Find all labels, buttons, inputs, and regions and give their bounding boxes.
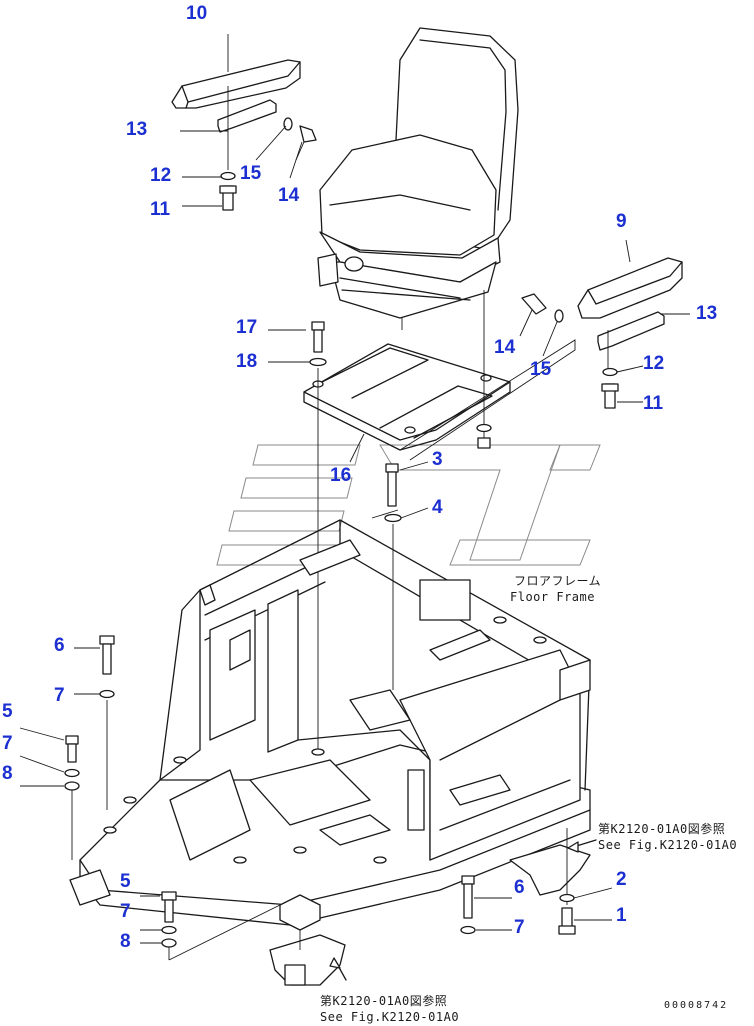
reference-note-right-jp: 第K2120-01A0図参照 (598, 822, 726, 836)
callout-6-left: 6 (54, 635, 65, 656)
document-number: 00008742 (664, 1000, 729, 1011)
floor-frame-label-en: Floor Frame (510, 590, 595, 604)
callout-5-bottom: 5 (120, 871, 131, 892)
callout-3: 3 (432, 449, 443, 470)
callout-15-right: 15 (530, 359, 552, 380)
hardware-left (219, 117, 317, 211)
mount-bracket-bottom (269, 894, 346, 986)
callout-12-right: 12 (643, 353, 665, 374)
callout-7-bottom: 7 (120, 901, 131, 922)
callout-17: 17 (236, 317, 258, 338)
callout-5-left: 5 (2, 701, 13, 722)
floor-frame-label-jp: フロアフレーム (514, 574, 602, 588)
callout-7-right: 7 (514, 917, 525, 938)
bolt-set-left (64, 635, 476, 961)
callout-10: 10 (186, 3, 208, 24)
floor-frame (69, 519, 591, 926)
operator-seat (317, 27, 519, 330)
bolt-set-center (384, 463, 402, 690)
armrest-right (521, 257, 683, 409)
reference-note-right-en: See Fig.K2120-01A0 (598, 838, 738, 852)
callout-1: 1 (616, 905, 627, 926)
callout-15-left: 15 (240, 163, 262, 184)
watermark-logo (216, 444, 601, 566)
reference-note-bottom-en: See Fig.K2120-01A0 (320, 1010, 460, 1024)
seat-mounting-plate (303, 290, 576, 461)
callout-8-left: 8 (2, 763, 13, 784)
callout-12-left: 12 (150, 165, 172, 186)
callout-7-left-upper: 7 (54, 685, 65, 706)
callout-11-right: 11 (643, 393, 664, 414)
callout-7-left-mid: 7 (2, 733, 13, 754)
callout-13-left: 13 (126, 119, 148, 140)
callout-14-left: 14 (278, 185, 300, 206)
callout-2: 2 (616, 869, 627, 890)
callout-13-right: 13 (696, 303, 718, 324)
callout-16: 16 (330, 465, 352, 486)
leader-lines (19, 34, 690, 981)
armrest-left (171, 59, 301, 170)
callout-11-left: 11 (150, 199, 171, 220)
mount-bracket-right (509, 828, 591, 935)
callout-9: 9 (616, 211, 627, 232)
callout-14-right: 14 (494, 337, 516, 358)
callout-6-right: 6 (514, 877, 525, 898)
reference-note-bottom-jp: 第K2120-01A0図参照 (320, 994, 448, 1008)
callout-18: 18 (236, 351, 258, 372)
callout-4: 4 (432, 497, 443, 518)
callout-8-bottom: 8 (120, 931, 131, 952)
